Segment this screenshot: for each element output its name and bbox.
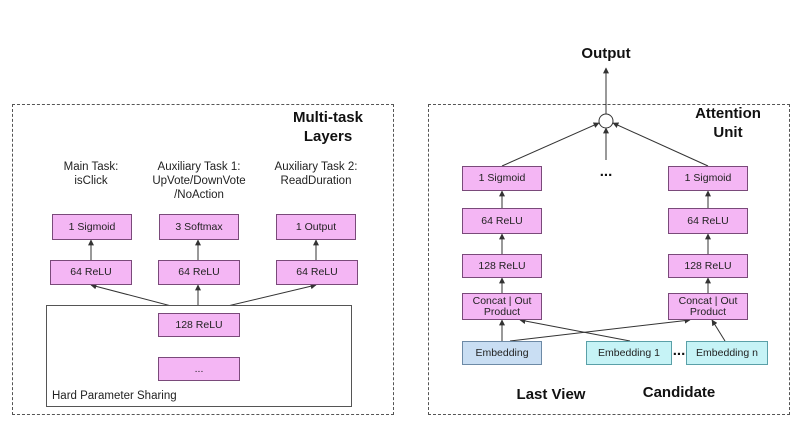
sharing-label: Hard Parameter Sharing <box>52 390 177 402</box>
aux-task1-label: Auxiliary Task 1: UpVote/DownVote /NoAct… <box>152 161 246 201</box>
task2-relu-layer: 64 ReLU <box>158 260 240 285</box>
right-relu128-layer: 128 ReLU <box>668 254 748 278</box>
task1-sigmoid-layer: 1 Sigmoid <box>52 214 132 240</box>
candidate-embedding-1: Embedding 1 <box>586 341 672 365</box>
right-concat-layer: Concat | Out Product <box>668 293 748 320</box>
left-concat-layer: Concat | Out Product <box>462 293 542 320</box>
left-sigmoid-layer: 1 Sigmoid <box>462 166 542 191</box>
right-relu64-layer: 64 ReLU <box>668 208 748 234</box>
main-task-label: Main Task: isClick <box>63 161 119 187</box>
arrow-lastview-to-concat-right <box>509 317 691 342</box>
attention-unit-panel <box>428 104 790 415</box>
left-relu64-layer: 64 ReLU <box>462 208 542 234</box>
shared-relu-layer: 128 ReLU <box>158 313 240 337</box>
multi-task-title: Multi-task Layers <box>292 109 363 145</box>
multi-task-panel <box>12 104 394 415</box>
attention-unit-title: Attention Unit <box>695 105 761 141</box>
task3-relu-layer: 64 ReLU <box>276 260 358 285</box>
aux-task2-label: Auxiliary Task 2: ReadDuration <box>274 161 358 187</box>
last-view-label: Last View <box>516 386 586 403</box>
arrow-emb1-to-concat-left <box>519 318 631 342</box>
candidate-embedding-n: Embedding n <box>686 341 768 365</box>
plus-node <box>598 113 614 129</box>
ellipsis-top: ... <box>599 163 613 180</box>
task3-output-layer: 1 Output <box>276 214 356 240</box>
task1-relu-layer: 64 ReLU <box>50 260 132 285</box>
output-label: Output <box>581 45 631 62</box>
shared-input-layer: ... <box>158 357 240 381</box>
last-view-embedding: Embedding <box>462 341 542 365</box>
right-sigmoid-layer: 1 Sigmoid <box>668 166 748 191</box>
task2-softmax-layer: 3 Softmax <box>159 214 239 240</box>
left-relu128-layer: 128 ReLU <box>462 254 542 278</box>
arrow-embn-to-concat-right <box>711 319 726 342</box>
embedding-ellipsis: ... <box>672 342 686 359</box>
candidate-label: Candidate <box>642 384 716 401</box>
arrow-sig-to-plus-left <box>501 122 600 167</box>
arrow-sig-to-plus-right <box>612 122 709 167</box>
